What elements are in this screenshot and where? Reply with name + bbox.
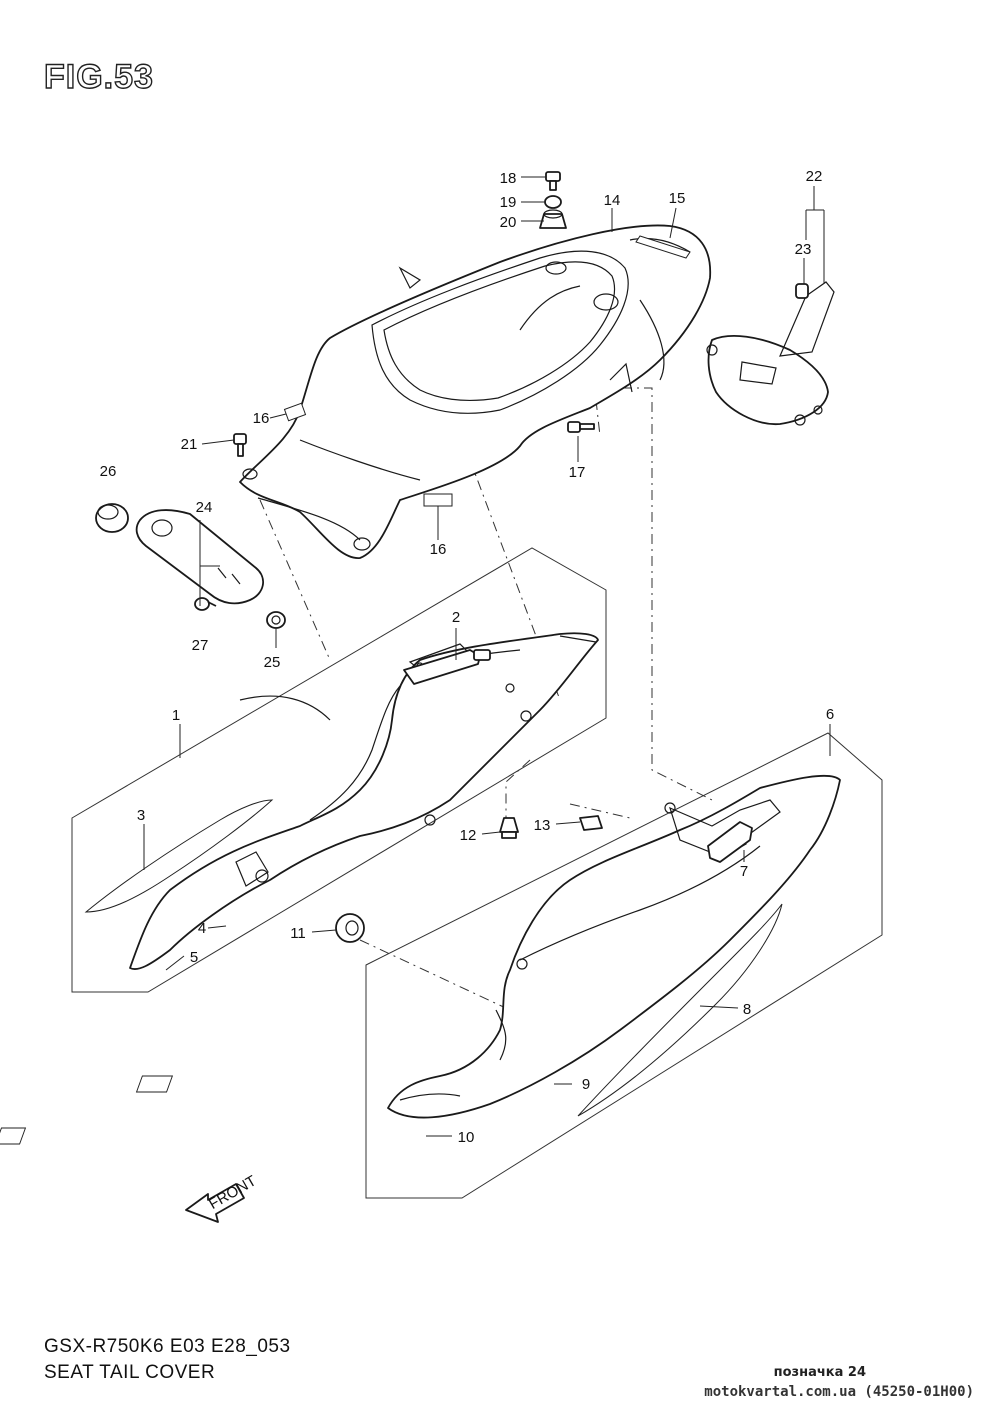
assembly-guide-line — [569, 803, 631, 819]
pad — [0, 1127, 27, 1145]
bracket-clip — [795, 283, 809, 299]
screw — [194, 597, 217, 611]
callout-17: 17 — [569, 464, 586, 481]
callout-27: 27 — [192, 637, 209, 654]
callout-4: 4 — [198, 920, 206, 937]
cover-bracket — [403, 649, 491, 685]
callout-8: 8 — [743, 1001, 751, 1018]
assembly-guide-line — [600, 387, 713, 801]
bolt — [233, 433, 247, 457]
callout-19: 19 — [500, 194, 517, 211]
callout-1: 1 — [172, 707, 180, 724]
leader-line — [207, 925, 227, 929]
callout-20: 20 — [500, 214, 517, 231]
leader-line — [269, 413, 287, 419]
decal — [423, 493, 453, 507]
site-label: motokvartal.com.ua (45250-01H00) — [704, 1384, 974, 1400]
leader-line — [805, 186, 825, 284]
callout-21: 21 — [181, 436, 198, 453]
grommet — [266, 611, 286, 629]
trim-piece — [707, 821, 753, 863]
leader-line — [165, 955, 185, 971]
assembly-guide-line — [505, 759, 531, 822]
left-cover-stripe-decal — [84, 799, 274, 913]
callout-7: 7 — [740, 863, 748, 880]
callout-14: 14 — [604, 192, 621, 209]
callout-10: 10 — [458, 1129, 475, 1146]
assembly-guide-line — [359, 939, 511, 1011]
leader-line — [699, 1005, 739, 1009]
leader-line — [201, 439, 235, 445]
callout-22: 22 — [806, 168, 823, 185]
right-cover-stripe-decal — [577, 903, 783, 1117]
callout-6: 6 — [826, 706, 834, 723]
figure-title: FIG.53 — [43, 57, 154, 96]
clip — [499, 817, 519, 839]
washer — [544, 195, 562, 209]
callout-24: 24 — [196, 499, 213, 516]
bolt — [567, 421, 595, 433]
right-panel-assembly-frame — [365, 732, 883, 1199]
callout-3: 3 — [137, 807, 145, 824]
model-code: GSX-R750K6 E03 E28_053 — [44, 1336, 291, 1357]
callout-25: 25 — [264, 654, 281, 671]
leader-line — [555, 821, 581, 825]
pad — [135, 1075, 174, 1093]
front-direction-arrow: FRONT — [185, 1172, 259, 1223]
assembly-guide-line — [259, 499, 331, 661]
left-side-cover — [129, 632, 599, 970]
callout-13: 13 — [534, 817, 551, 834]
grommet — [335, 913, 365, 943]
nut — [579, 815, 603, 831]
section-name: SEAT TAIL COVER — [44, 1362, 216, 1383]
reference-label: позначка 24 — [773, 1365, 866, 1380]
callout-16-upper: 16 — [253, 410, 270, 427]
callout-26: 26 — [100, 463, 117, 480]
left-panel-assembly-frame — [71, 547, 607, 993]
callout-11: 11 — [290, 925, 306, 942]
screw — [545, 171, 561, 191]
callout-12: 12 — [460, 827, 477, 844]
seat-cover-emblem — [635, 235, 691, 259]
leader-line — [481, 831, 501, 835]
assembly-guide-line — [595, 399, 601, 437]
callout-15: 15 — [669, 190, 686, 207]
leader-line — [669, 207, 677, 239]
seat-tail-cover — [239, 224, 712, 559]
leader-line — [311, 929, 337, 933]
cap — [95, 503, 129, 533]
right-side-cover — [387, 774, 841, 1119]
front-arrow-text: FRONT — [206, 1172, 259, 1213]
callout-23: 23 — [795, 241, 812, 258]
callout-9: 9 — [582, 1076, 590, 1093]
leader-line — [199, 520, 220, 606]
tail-bracket — [706, 281, 835, 426]
cushion — [539, 209, 567, 229]
callout-16-lower: 16 — [430, 541, 447, 558]
callout-5: 5 — [190, 949, 198, 966]
callout-18: 18 — [500, 170, 517, 187]
callout-2: 2 — [452, 609, 460, 626]
decal — [283, 402, 307, 422]
